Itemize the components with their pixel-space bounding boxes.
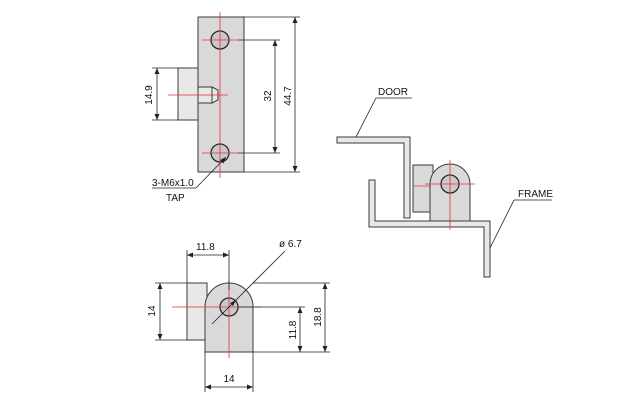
dim-arrow-11-8-side-bottom: [297, 346, 303, 352]
frame-label: FRAME: [518, 189, 553, 200]
dim-arrow-32-bottom: [272, 147, 278, 153]
dim-arrow-18-8-top: [322, 283, 328, 289]
installation-view: DOOR FRAME: [336, 87, 553, 278]
dim-arrow-14-bottom-left: [205, 384, 211, 390]
side-view: 11.8 ø 6.7 14 11.8 18.8 14: [147, 239, 330, 392]
dia-arrow: [230, 300, 236, 306]
dia-leader: [211, 250, 286, 325]
frame-leader: [489, 199, 515, 249]
frame-bracket: [368, 179, 491, 278]
dim-label-11-8-side: 11.8: [288, 320, 299, 339]
dim-arrow-44-7-top: [292, 17, 298, 23]
dim-label-14-left: 14: [147, 305, 158, 317]
door-label: DOOR: [378, 87, 408, 98]
door-leader: [355, 97, 377, 138]
dim-arrow-14-9-bottom: [154, 114, 160, 120]
front-view: 14.9 32 44.7 3-M6x1.0 TAP: [144, 12, 300, 204]
dim-label-44-7: 44.7: [283, 86, 294, 106]
dim-arrow-11-8-side-top: [297, 307, 303, 313]
dim-arrow-32-top: [272, 40, 278, 46]
dim-arrow-11-8-right: [223, 252, 229, 258]
hinge-tab: [177, 67, 201, 121]
dim-arrow-14-9-top: [154, 68, 160, 74]
dim-label-11-8-top: 11.8: [196, 242, 215, 253]
dim-arrow-11-8-left: [187, 252, 193, 258]
dim-label-14-9: 14.9: [144, 85, 155, 105]
door-bracket: [336, 136, 411, 219]
dim-arrow-14-left-top: [157, 283, 163, 289]
dim-arrow-14-left-bottom: [157, 334, 163, 340]
dim-arrow-14-bottom-right: [247, 384, 253, 390]
tap-leader-arrow: [220, 157, 226, 164]
tap-leader: [195, 156, 227, 189]
dim-arrow-44-7-bottom: [292, 166, 298, 172]
dim-label-32: 32: [263, 90, 274, 102]
side-body-base: [186, 282, 208, 341]
dim-label-14-bottom: 14: [223, 374, 235, 385]
dim-label-18-8: 18.8: [313, 307, 324, 327]
dim-arrow-18-8-bottom: [322, 346, 328, 352]
tap-callout-line1: 3-M6x1.0: [152, 178, 194, 189]
dim-label-diameter: ø 6.7: [279, 239, 302, 250]
tap-callout-line2: TAP: [166, 193, 185, 204]
